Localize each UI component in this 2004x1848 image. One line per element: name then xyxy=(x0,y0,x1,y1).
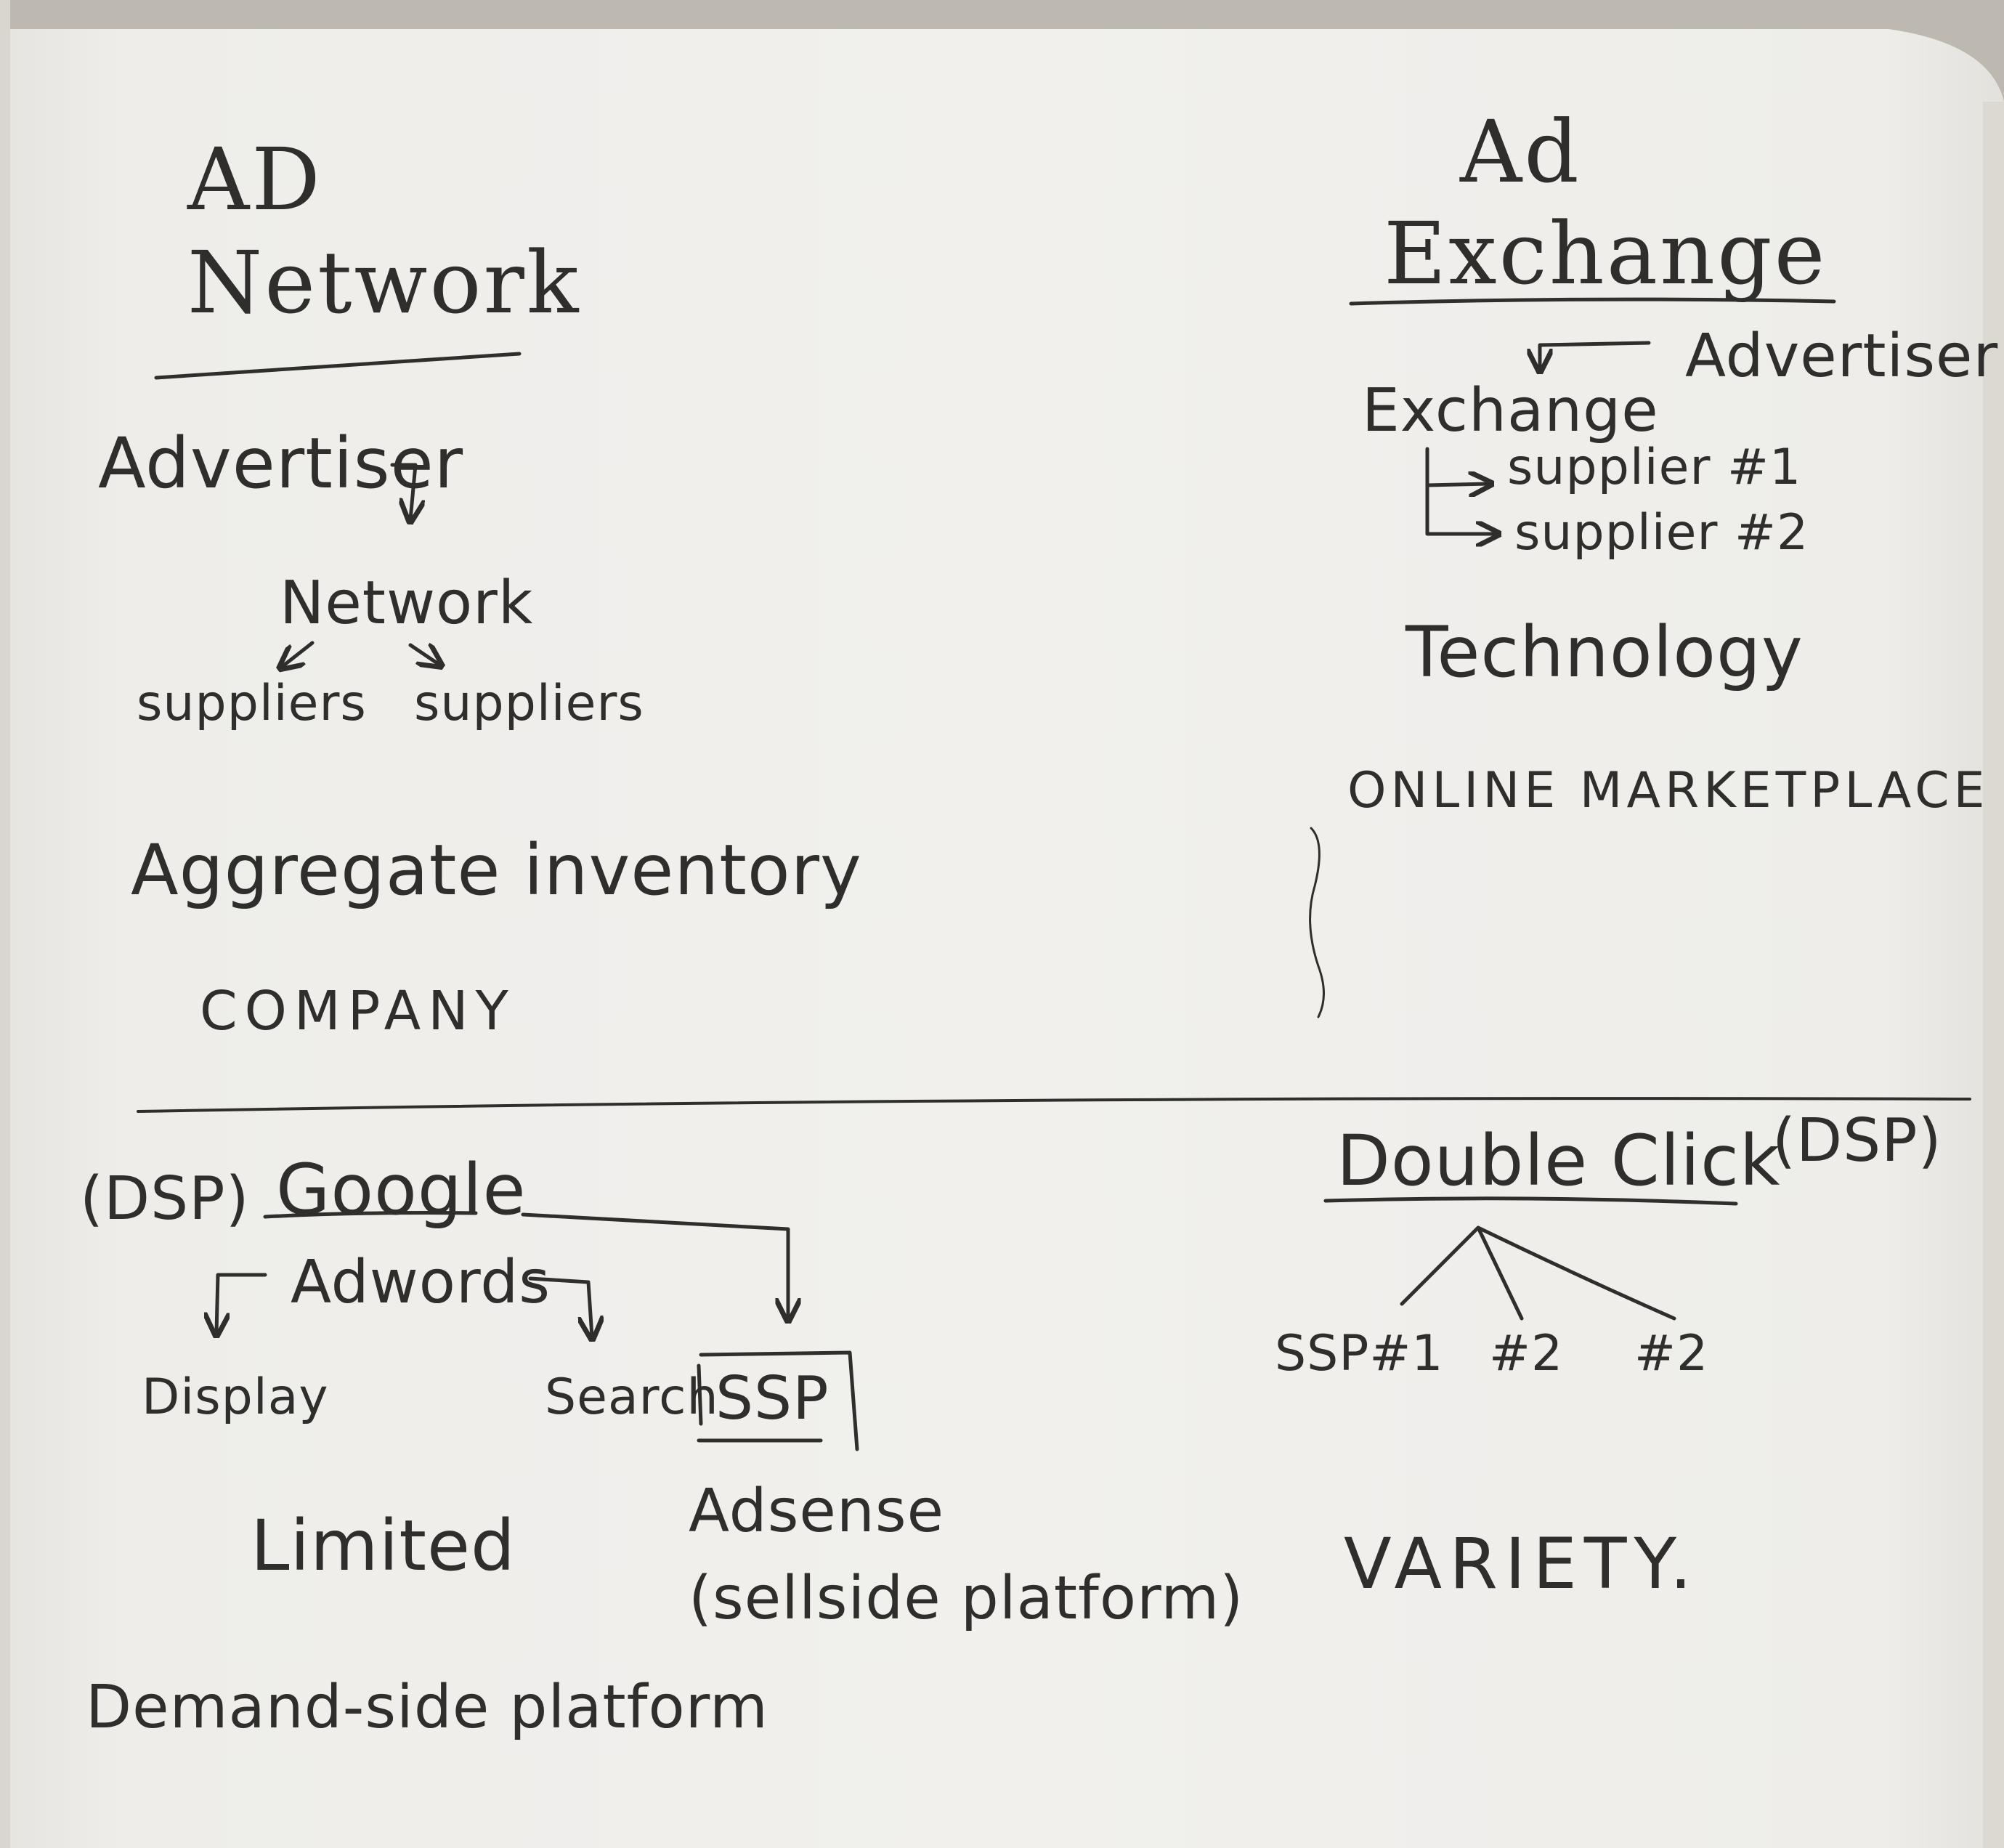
ssp-box xyxy=(697,1350,859,1451)
bottom-left-dsp-tag: (DSP) xyxy=(80,1164,250,1233)
bottom-left-search: Search xyxy=(545,1369,719,1426)
bottom-right-ssp-3: #2 xyxy=(1634,1325,1709,1382)
adwords-to-display-arrow xyxy=(216,1273,267,1333)
right-marketplace: ONLINE MARKETPLACE xyxy=(1347,762,1989,819)
right-technology: Technology xyxy=(1405,612,1804,693)
left-supplier-left: suppliers xyxy=(137,675,367,732)
right-title-underline xyxy=(1349,297,1836,306)
exchange-to-supplier-2-arrow xyxy=(1425,483,1496,534)
network-to-supplier-right-arrow xyxy=(408,645,439,665)
right-supplier-1: supplier #1 xyxy=(1507,439,1802,496)
exchange-to-supplier-1-arrow xyxy=(1425,447,1489,485)
google-underline xyxy=(263,1211,478,1219)
bottom-left-adwords: Adwords xyxy=(291,1248,551,1317)
bottom-left-display: Display xyxy=(142,1369,329,1426)
left-title-line2: Network xyxy=(187,232,581,333)
bottom-left-sellside: (sellside platform) xyxy=(689,1564,1244,1633)
bottom-left-demand-side: Demand-side platform xyxy=(86,1673,768,1742)
left-network: Network xyxy=(280,569,534,638)
left-title-underline xyxy=(154,352,522,380)
right-title-line2: Exchange xyxy=(1384,203,1827,304)
bottom-right-doubleclick: Double Click xyxy=(1336,1120,1781,1201)
right-advertiser: Advertiser xyxy=(1685,322,1999,391)
right-exchange: Exchange xyxy=(1362,376,1659,445)
bottom-left-adsense: Adsense xyxy=(689,1477,945,1546)
advertiser-to-network-arrow xyxy=(390,463,415,519)
marketplace-brace xyxy=(1309,827,1325,1018)
advertiser-to-exchange-arrow xyxy=(1540,341,1651,369)
left-company: COMPANY xyxy=(200,980,516,1042)
doubleclick-tree xyxy=(1400,1225,1676,1321)
bottom-right-ssp-2: #2 xyxy=(1489,1325,1564,1382)
page-divider xyxy=(137,1097,1971,1113)
google-to-ssp-arrow xyxy=(521,1212,788,1318)
left-aggregate: Aggregate inventory xyxy=(131,830,862,911)
bottom-left-ssp: SSP xyxy=(715,1364,829,1433)
bottom-right-ssp-1: SSP#1 xyxy=(1275,1325,1444,1382)
doubleclick-underline xyxy=(1323,1196,1738,1206)
bottom-right-dsp-tag: (DSP) xyxy=(1772,1106,1942,1175)
left-supplier-right: suppliers xyxy=(414,675,644,732)
adwords-to-search-arrow xyxy=(528,1276,592,1337)
network-to-supplier-left-arrow xyxy=(282,641,315,667)
right-supplier-2: supplier #2 xyxy=(1514,504,1809,562)
left-title-line1: AD xyxy=(187,129,322,230)
right-title-line1: Ad xyxy=(1460,102,1581,202)
bottom-left-limited: Limited xyxy=(251,1505,516,1586)
bottom-right-variety: VARIETY. xyxy=(1344,1523,1700,1605)
